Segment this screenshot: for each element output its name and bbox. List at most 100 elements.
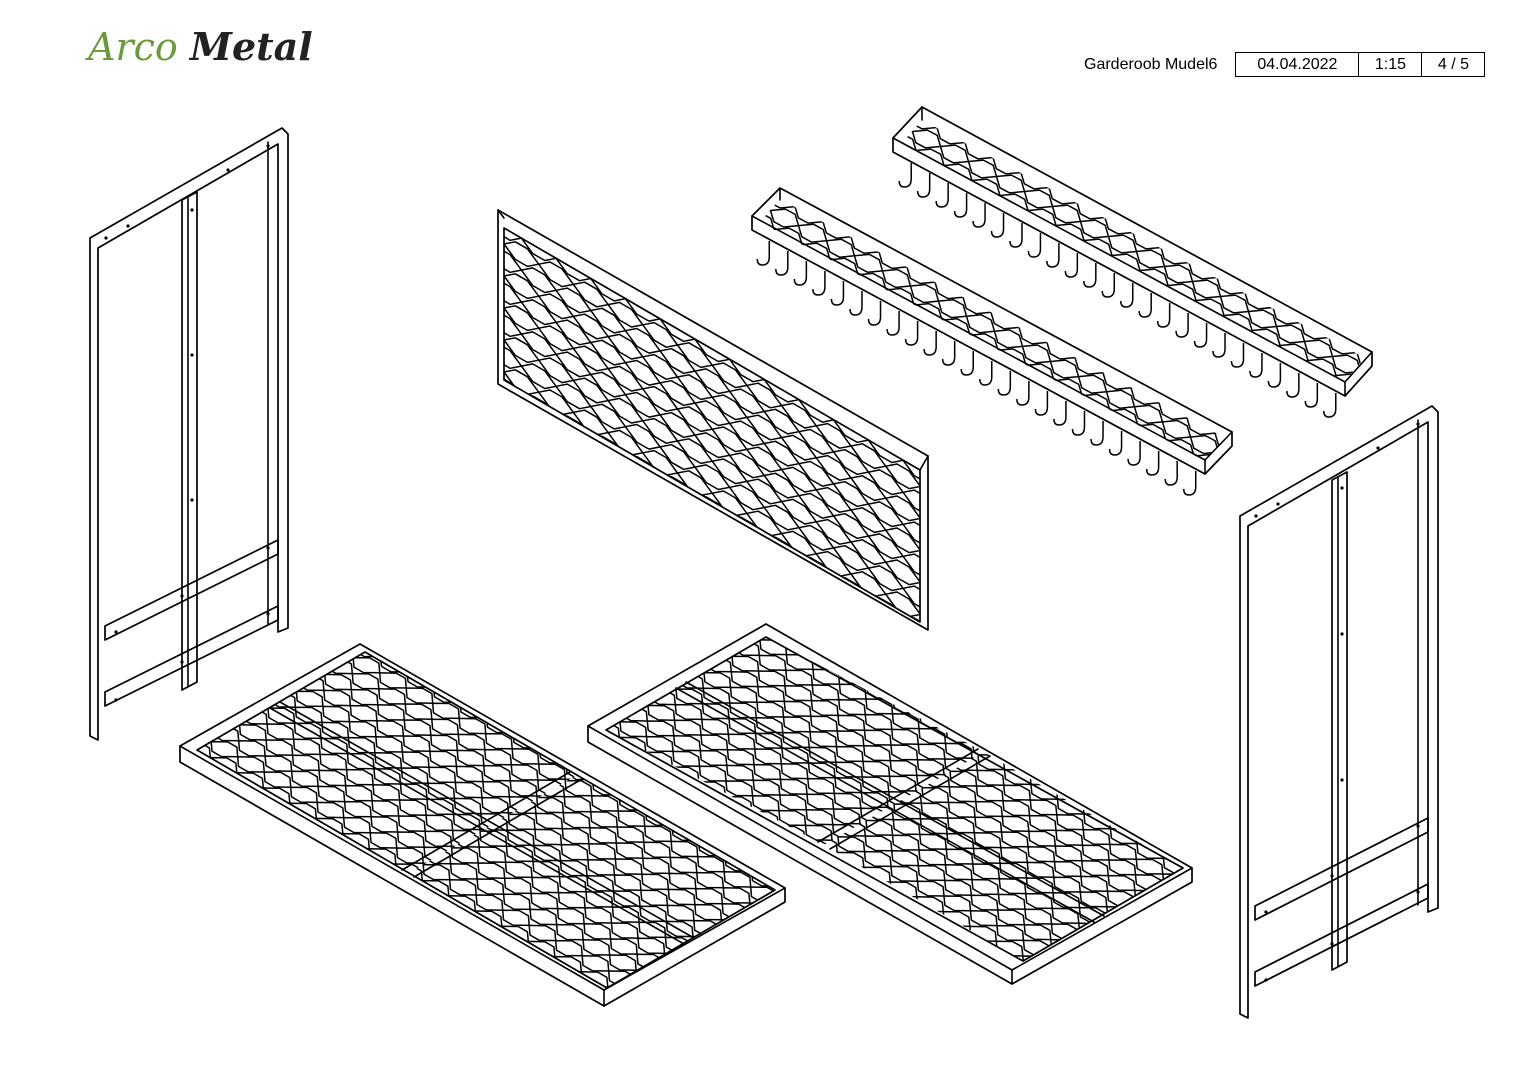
mesh-cell xyxy=(938,510,973,535)
mesh-cell xyxy=(1296,301,1327,321)
mesh-cell xyxy=(692,935,721,953)
mesh-cell xyxy=(1049,954,1078,961)
mesh-cell xyxy=(862,760,891,777)
mesh-cell xyxy=(663,952,692,970)
mesh-cell xyxy=(916,880,945,897)
mesh-cell xyxy=(396,831,425,848)
mesh-cell xyxy=(453,797,482,815)
mesh-cell xyxy=(1049,971,1076,986)
mesh-cell xyxy=(850,234,880,255)
mesh-cell xyxy=(952,724,979,739)
mesh-cell xyxy=(620,778,647,793)
bolt-hole xyxy=(1330,942,1334,946)
mesh-cell xyxy=(1028,814,1057,832)
mesh-cell xyxy=(888,775,917,792)
mesh-cell xyxy=(835,745,864,763)
mesh-cell xyxy=(506,829,535,847)
mesh-cell xyxy=(1198,317,1229,337)
mesh-cell xyxy=(780,763,809,780)
mesh-cell xyxy=(374,752,403,769)
mesh-cell xyxy=(1191,858,1218,873)
mesh-cell xyxy=(1024,908,1053,925)
drawing-name: Garderoob Mudel6 xyxy=(1084,55,1218,73)
mesh-cell xyxy=(975,785,1004,802)
mesh-cell xyxy=(978,752,1007,755)
mesh-cell xyxy=(398,799,427,816)
mesh-cell xyxy=(1352,331,1365,351)
mesh-cell xyxy=(990,310,1020,330)
mesh-cell xyxy=(1364,389,1392,407)
mesh-cell xyxy=(664,936,693,954)
mesh-cell xyxy=(607,1003,634,1018)
mesh-cell xyxy=(955,632,990,657)
mesh-cell xyxy=(452,196,487,221)
mesh-cell xyxy=(510,764,539,781)
mesh-cell xyxy=(822,219,852,239)
mesh-cell xyxy=(955,568,990,593)
mesh-cell xyxy=(955,536,990,561)
hook-rail-rear-hooks xyxy=(898,163,1337,418)
mesh-cell xyxy=(646,720,675,737)
mesh-cell xyxy=(502,893,531,911)
mesh-cell xyxy=(1000,831,1029,848)
mesh-cell xyxy=(672,808,701,826)
mesh-cell xyxy=(893,681,922,699)
mesh-cell xyxy=(698,823,727,841)
mesh-cell xyxy=(718,198,746,216)
mesh-cell xyxy=(351,672,380,690)
mesh-cell xyxy=(1058,242,1089,262)
mesh-cell xyxy=(853,253,884,274)
mesh-cell xyxy=(1359,369,1365,381)
mesh-cell xyxy=(699,749,728,767)
mesh-cell xyxy=(731,655,760,672)
mesh-cell xyxy=(861,776,890,793)
coat-hook xyxy=(1182,471,1197,496)
mesh-cell xyxy=(698,765,727,782)
mesh-cell xyxy=(635,969,664,987)
mesh-cell xyxy=(263,771,292,788)
mesh-cell xyxy=(380,652,409,657)
mesh-cell xyxy=(267,707,296,724)
mesh-cell xyxy=(785,653,814,671)
mesh-cell xyxy=(863,729,892,746)
mesh-cell xyxy=(902,489,920,516)
coat-hook xyxy=(1138,293,1152,318)
mesh-cell xyxy=(449,863,478,880)
title-block: Garderoob Mudel6 04.04.2022 1:15 4 / 5 xyxy=(1084,52,1486,77)
mesh-cell xyxy=(371,800,400,817)
mesh-cell xyxy=(1105,389,1136,409)
mesh-cell xyxy=(342,816,371,834)
mesh-cell xyxy=(399,783,428,800)
mesh-cell xyxy=(776,918,803,933)
mesh-cell xyxy=(946,182,977,202)
mesh-cell xyxy=(1217,888,1244,903)
mesh-cell xyxy=(456,749,485,767)
mesh-cell xyxy=(717,967,746,984)
mesh-cell xyxy=(782,716,811,733)
mesh-cell xyxy=(701,718,730,735)
coat-hook xyxy=(953,193,968,218)
mesh-cell xyxy=(881,268,912,289)
mesh-cell xyxy=(760,212,775,232)
mesh-cell xyxy=(813,637,842,654)
mesh-cell xyxy=(938,638,973,663)
mesh-cell xyxy=(455,765,484,783)
mesh-cell xyxy=(634,1002,661,1017)
mesh-cell xyxy=(556,907,585,925)
mesh-cell xyxy=(1268,286,1299,306)
mesh-cell xyxy=(704,640,733,657)
mesh-cell xyxy=(1107,874,1136,892)
mesh-cell xyxy=(355,626,382,641)
mesh-cell xyxy=(513,716,542,733)
bolt-hole xyxy=(1340,632,1344,636)
mesh-cell xyxy=(452,260,487,285)
mesh-cell xyxy=(944,742,973,759)
bolt-hole xyxy=(1416,824,1420,828)
mesh-cell xyxy=(864,835,893,852)
mesh-cell xyxy=(402,735,431,752)
mesh-cell xyxy=(690,967,719,985)
coat-hook xyxy=(898,163,912,188)
mesh-cell xyxy=(891,728,920,745)
mesh-cell xyxy=(1002,800,1031,817)
mesh-cell xyxy=(619,778,648,795)
